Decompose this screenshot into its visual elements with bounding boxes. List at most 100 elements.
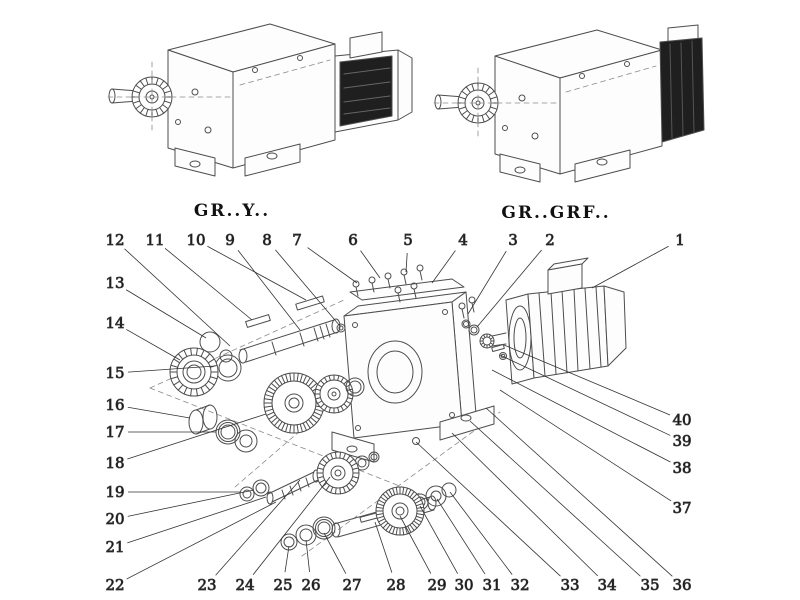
leader-line-16: [127, 406, 191, 419]
output-gear-drawing: [375, 486, 425, 536]
part-number-6: 6: [348, 231, 358, 249]
part-number-4: 4: [458, 231, 468, 249]
exploded-view: [149, 257, 627, 557]
part-number-21: 21: [105, 538, 124, 556]
part-number-25: 25: [273, 576, 292, 594]
leader-line-6: [360, 250, 381, 279]
leader-line-1: [591, 245, 669, 289]
part-number-17: 17: [105, 423, 124, 441]
part-number-36: 36: [672, 576, 691, 594]
part-number-8: 8: [262, 231, 272, 249]
output-shaft-assembly-drawing: [280, 482, 457, 551]
leader-line-28: [374, 521, 393, 573]
part-number-5: 5: [403, 231, 413, 249]
leader-line-9: [237, 250, 301, 331]
part-number-1: 1: [675, 231, 685, 249]
leader-line-8: [275, 249, 341, 327]
circlip-drawing: [199, 331, 221, 353]
part-number-7: 7: [292, 231, 302, 249]
leader-line-39: [499, 354, 671, 436]
leader-line-14: [126, 329, 181, 361]
leader-line-31: [436, 498, 486, 575]
part-number-33: 33: [560, 576, 579, 594]
part-number-16: 16: [105, 396, 124, 414]
leader-line-32: [449, 491, 513, 575]
part-number-18: 18: [105, 454, 124, 472]
part-number-32: 32: [510, 576, 529, 594]
leader-line-33: [415, 441, 561, 577]
part-number-34: 34: [597, 576, 616, 594]
gearbox-housing-drawing: [331, 278, 495, 463]
part-number-35: 35: [640, 576, 659, 594]
fan-cover-drawing-gr-grf: [659, 24, 705, 143]
part-number-11: 11: [145, 231, 164, 249]
part-number-30: 30: [454, 576, 473, 594]
leader-line-36: [485, 407, 673, 577]
part-number-19: 19: [105, 483, 124, 501]
medium-gear-drawing: [314, 374, 354, 414]
part-number-39: 39: [672, 432, 691, 450]
part-number-13: 13: [105, 274, 124, 292]
part-number-14: 14: [105, 314, 124, 332]
snap-ring-drawing: [219, 349, 233, 363]
leader-line-35: [469, 420, 641, 577]
drain-plug-drawing: [412, 437, 420, 445]
pinion-gear-drawing: [316, 451, 360, 495]
leader-line-30: [419, 505, 459, 574]
input-shaft-drawing: [219, 295, 341, 364]
terminal-box-drawing: [349, 31, 383, 59]
leader-line-24: [252, 476, 331, 576]
leader-line-23: [215, 479, 301, 576]
key-drawing: [245, 314, 271, 328]
leader-line-20: [127, 489, 255, 517]
large-gear-drawing: [263, 372, 325, 434]
part-number-28: 28: [386, 576, 405, 594]
key-drawing: [491, 344, 505, 352]
leader-line-7: [307, 247, 358, 284]
leader-line-26: [305, 539, 310, 573]
leader-line-21: [127, 496, 267, 544]
part-number-20: 20: [105, 510, 124, 528]
leader-line-3: [467, 250, 507, 315]
part-number-22: 22: [105, 576, 124, 594]
motor-drawing: [461, 257, 627, 385]
leader-line-4: [431, 250, 456, 284]
bushing-drawing: [188, 404, 218, 435]
spacer-ring-drawing: [345, 377, 365, 397]
part-number-12: 12: [105, 231, 124, 249]
leader-line-12: [124, 248, 231, 347]
leader-line-18: [127, 413, 267, 460]
leader-line-5: [405, 252, 408, 273]
motor-pinion-drawing: [479, 333, 495, 349]
part-number-3: 3: [508, 231, 518, 249]
part-number-38: 38: [672, 459, 691, 477]
part-number-10: 10: [186, 231, 205, 249]
variant-title-gr-y: GR..Y..: [194, 201, 270, 221]
part-number-31: 31: [482, 576, 501, 594]
leader-line-22: [126, 501, 277, 580]
motor-drawing-gr-y: [334, 31, 413, 133]
assembled-view-gr-grf: [433, 24, 705, 183]
variant-title-gr-grf: GR..GRF..: [501, 203, 610, 223]
leader-line-25: [284, 545, 290, 573]
assembled-view-gr-y: [107, 23, 413, 177]
part-number-24: 24: [235, 576, 254, 594]
snap-ring-drawing: [441, 482, 457, 498]
cover-bolts-drawing: [352, 264, 476, 319]
toothed-ring-drawing: [169, 347, 219, 397]
leader-line-13: [125, 289, 207, 339]
leader-line-38: [491, 369, 671, 463]
seal-ring-stack-drawing: [199, 331, 242, 382]
leader-line-37: [499, 389, 672, 502]
part-number-2: 2: [545, 231, 555, 249]
part-number-27: 27: [342, 576, 361, 594]
leader-line-11: [164, 247, 253, 321]
part-number-37: 37: [672, 499, 691, 517]
leader-line-10: [207, 245, 307, 301]
key-drawing: [295, 295, 325, 311]
part-number-40: 40: [672, 411, 691, 429]
part-number-23: 23: [197, 576, 216, 594]
pinion-shaft-assembly-drawing: [239, 451, 380, 505]
